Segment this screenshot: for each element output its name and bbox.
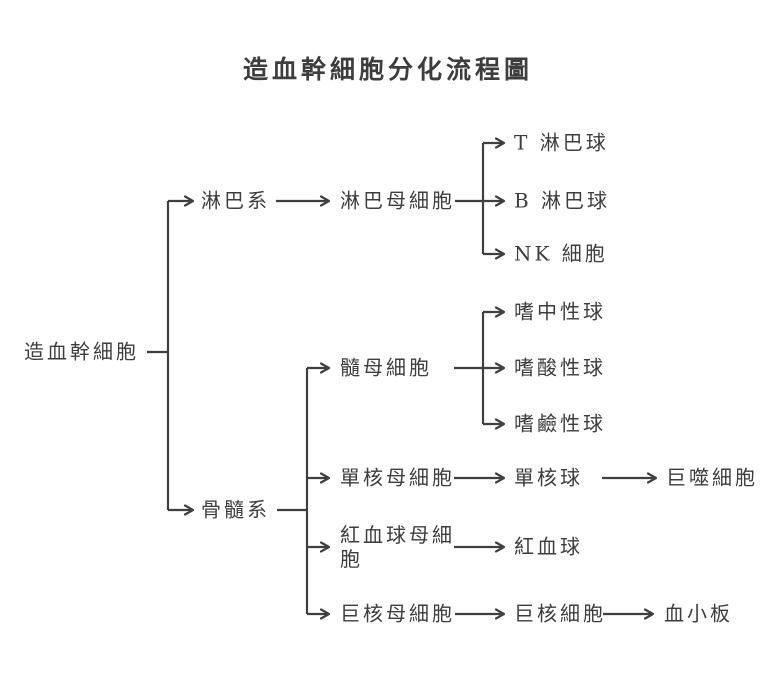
- node-myeloblast: 髓母細胞: [340, 355, 432, 380]
- node-megakaryoblast: 巨核母細胞: [340, 601, 455, 626]
- node-erythroblast: 紅血球母細胞: [340, 523, 455, 572]
- node-monoblast: 單核母細胞: [340, 465, 455, 490]
- node-platelet: 血小板: [664, 601, 733, 626]
- node-red-blood-cell: 紅血球: [514, 534, 583, 559]
- diagram-title: 造血幹細胞分化流程圖: [242, 55, 533, 84]
- node-eosinophil: 嗜酸性球: [514, 355, 606, 380]
- node-lymphoid-lineage: 淋巴系: [201, 188, 270, 213]
- node-macrophage: 巨噬細胞: [666, 465, 758, 490]
- node-b-lymphocyte: B 淋巴球: [514, 188, 611, 213]
- node-t-lymphocyte: T 淋巴球: [514, 130, 609, 155]
- node-hematopoietic-stem-cell: 造血幹細胞: [24, 339, 139, 364]
- node-nk-cell: NK 細胞: [514, 241, 608, 266]
- node-myeloid-lineage: 骨髓系: [201, 497, 270, 522]
- node-neutrophil: 嗜中性球: [514, 299, 606, 324]
- node-megakaryocyte: 巨核細胞: [514, 601, 606, 626]
- node-lymphoblast: 淋巴母細胞: [340, 188, 455, 213]
- node-basophil: 嗜鹼性球: [514, 411, 606, 436]
- node-monocyte: 單核球: [514, 465, 583, 490]
